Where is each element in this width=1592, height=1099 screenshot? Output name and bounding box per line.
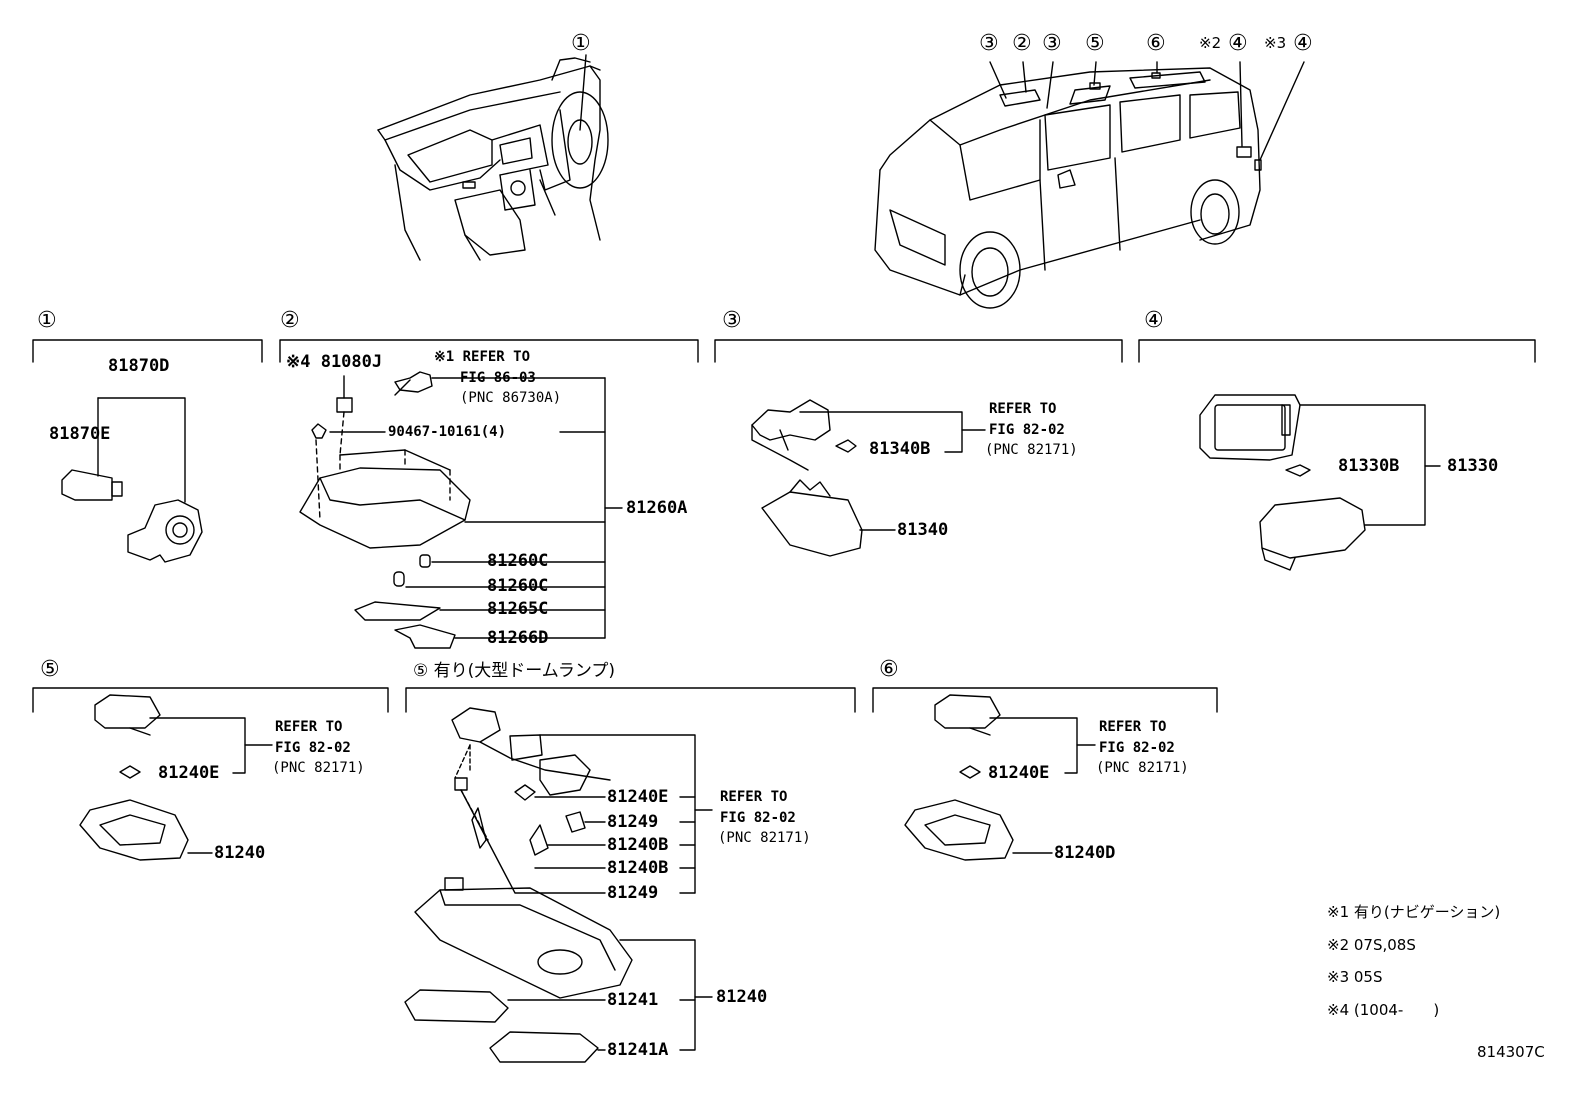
callout-3-top-a: ③ bbox=[979, 31, 999, 56]
s5b-part-81249-lower: 81249 bbox=[607, 883, 659, 903]
s5b-part-81240B-upper: 81240B bbox=[607, 835, 669, 855]
section-4-header: ④ bbox=[1144, 308, 1164, 333]
figure-code: 814307C bbox=[1477, 1043, 1545, 1061]
callout-1-top: ① bbox=[571, 31, 591, 56]
section-5-header: ⑤ bbox=[40, 657, 60, 682]
section-6-header: ⑥ bbox=[879, 657, 899, 682]
part-81340B: 81340B bbox=[869, 439, 931, 459]
s6-refer-title: REFER TO bbox=[1099, 719, 1167, 735]
section-3-parts bbox=[751, 399, 986, 557]
note-3-marker: ※3 bbox=[1264, 34, 1287, 52]
s3-refer-title: REFER TO bbox=[989, 401, 1057, 417]
s5b-part-81240: 81240 bbox=[716, 987, 768, 1007]
part-81330: 81330 bbox=[1447, 456, 1499, 476]
s5b-refer-pnc: (PNC 82171) bbox=[718, 830, 811, 846]
note-2-marker: ※2 bbox=[1199, 34, 1222, 52]
s6-part-81240E: 81240E bbox=[988, 763, 1050, 783]
part-81080J: ※4 81080J bbox=[286, 352, 383, 372]
part-81870D: 81870D bbox=[108, 356, 170, 376]
callout-4-top-a: ④ bbox=[1228, 31, 1248, 56]
section-1-parts bbox=[61, 397, 203, 563]
s5-part-81240: 81240 bbox=[214, 843, 266, 863]
section-4-parts bbox=[1199, 394, 1441, 571]
note-3: ※3 05S bbox=[1327, 968, 1383, 986]
section-5-parts bbox=[79, 694, 273, 861]
section-3-header: ③ bbox=[722, 308, 742, 333]
van-illustration bbox=[874, 61, 1305, 309]
s5b-part-81240B-lower: 81240B bbox=[607, 858, 669, 878]
part-81260A: 81260A bbox=[626, 498, 688, 518]
part-81330B: 81330B bbox=[1338, 456, 1400, 476]
s5-part-81240E: 81240E bbox=[158, 763, 220, 783]
s5b-refer-title: REFER TO bbox=[720, 789, 788, 805]
section-5b-header: ⑤ 有り(大型ドームランプ) bbox=[413, 661, 616, 681]
s5b-part-81241: 81241 bbox=[607, 990, 659, 1010]
part-90467-10161: 90467-10161(4) bbox=[388, 424, 507, 440]
part-81340: 81340 bbox=[897, 520, 949, 540]
part-81260C-upper: 81260C bbox=[487, 551, 549, 571]
nav-refer-pnc: (PNC 86730A) bbox=[460, 390, 562, 406]
section-2-parts bbox=[299, 371, 623, 649]
s5-refer-pnc: (PNC 82171) bbox=[272, 760, 365, 776]
callout-6-top: ⑥ bbox=[1146, 31, 1166, 56]
callout-3-top-b: ③ bbox=[1042, 31, 1062, 56]
callout-5-top: ⑤ bbox=[1085, 31, 1105, 56]
s5b-part-81241A: 81241A bbox=[607, 1040, 669, 1060]
s5b-refer-fig: FIG 82-02 bbox=[720, 810, 796, 826]
nav-refer-fig: FIG 86-03 bbox=[460, 370, 536, 386]
callout-2-top: ② bbox=[1012, 31, 1032, 56]
note-2: ※2 07S,08S bbox=[1327, 936, 1416, 954]
s5b-part-81240E: 81240E bbox=[607, 787, 669, 807]
s5-refer-fig: FIG 82-02 bbox=[275, 740, 351, 756]
part-81265C: 81265C bbox=[487, 599, 549, 619]
section-6-parts bbox=[904, 694, 1096, 861]
s6-part-81240D: 81240D bbox=[1054, 843, 1116, 863]
nav-refer-title: ※1 REFER TO bbox=[434, 349, 531, 365]
dashboard-illustration bbox=[377, 54, 609, 261]
s3-refer-fig: FIG 82-02 bbox=[989, 422, 1065, 438]
part-81266D: 81266D bbox=[487, 628, 549, 648]
section-2-header: ② bbox=[280, 308, 300, 333]
s5-refer-title: REFER TO bbox=[275, 719, 343, 735]
section-1-header: ① bbox=[37, 308, 57, 333]
note-4: ※4 (1004- ) bbox=[1327, 1001, 1440, 1019]
note-1: ※1 有り(ナビゲーション) bbox=[1327, 903, 1501, 921]
s3-refer-pnc: (PNC 82171) bbox=[985, 442, 1078, 458]
callout-4-top-b: ④ bbox=[1293, 31, 1313, 56]
part-81870E: 81870E bbox=[49, 424, 111, 444]
part-81260C-lower: 81260C bbox=[487, 576, 549, 596]
s5b-part-81249-upper: 81249 bbox=[607, 812, 659, 832]
s6-refer-fig: FIG 82-02 bbox=[1099, 740, 1175, 756]
section-5b-parts bbox=[404, 707, 713, 1063]
s6-refer-pnc: (PNC 82171) bbox=[1096, 760, 1189, 776]
section-brackets bbox=[32, 339, 1536, 713]
